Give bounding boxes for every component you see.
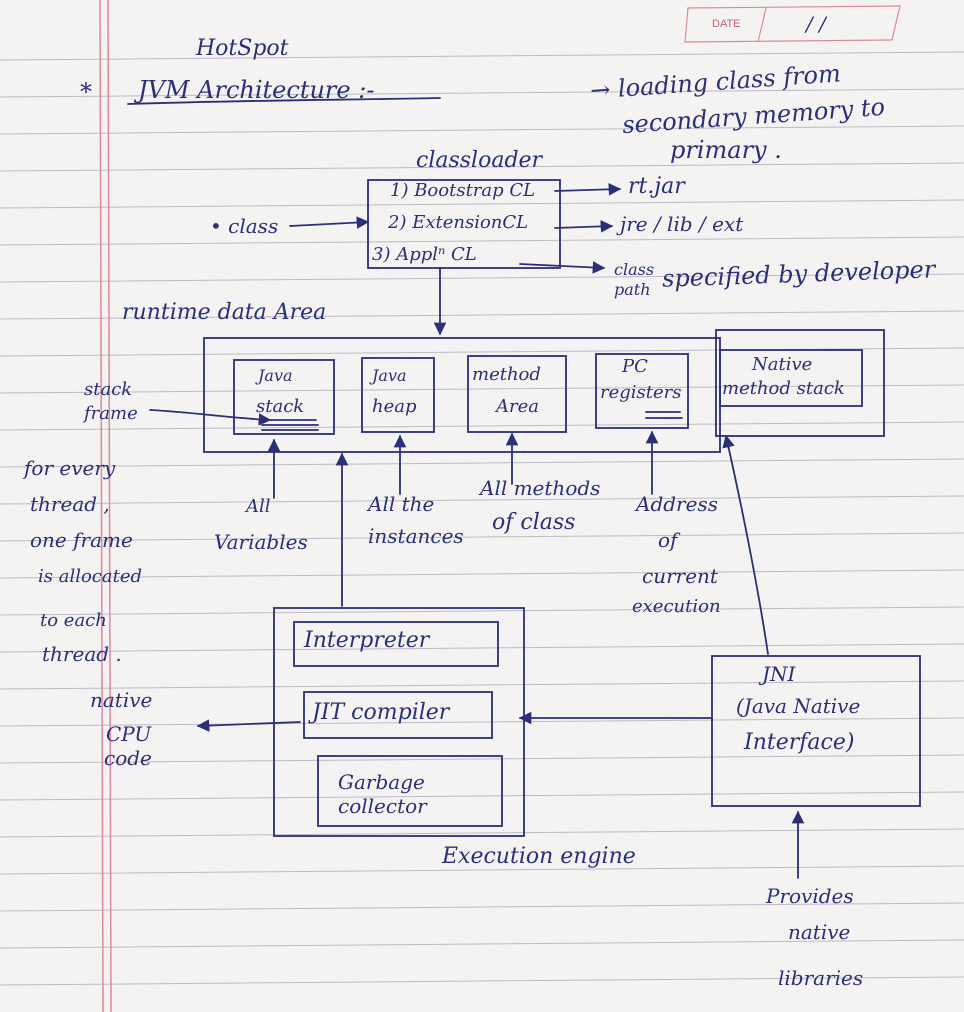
- jni-subtitle-line2: Interface): [744, 730, 855, 755]
- pc-note-line2: of: [658, 528, 678, 552]
- runtime-area-title: runtime data Area: [122, 300, 327, 325]
- class-file-label: • class: [210, 214, 279, 238]
- execution-engine-title: Execution engine: [442, 844, 636, 869]
- interpreter-label: Interpreter: [304, 628, 430, 653]
- pc-registers-box: [595, 353, 689, 429]
- native-stack-line2: method stack: [722, 378, 845, 399]
- pc-note-line3: current: [642, 564, 718, 588]
- java-stack-line1: Java: [258, 366, 293, 385]
- heading-bullet: *: [80, 78, 92, 106]
- native-code-line1: native: [90, 688, 153, 712]
- native-stack-line1: Native: [752, 354, 813, 375]
- garbage-collector-label: Garbage collector: [338, 770, 427, 818]
- java-stack-box: [233, 359, 335, 435]
- method-area-box: [467, 355, 567, 433]
- bootstrap-cl: 1) Bootstrap CL: [390, 180, 536, 201]
- jre-lib-ext-label: jre / lib / ext: [620, 212, 744, 236]
- jni-subtitle-line1: (Java Native: [736, 694, 861, 718]
- pc-note-line4: execution: [632, 596, 721, 617]
- classloader-title: classloader: [416, 148, 543, 173]
- application-cl: 3) Applⁿ CL: [372, 244, 477, 265]
- page-title: JVM Architecture :-: [138, 76, 375, 104]
- native-stack-box: [719, 349, 863, 407]
- method-area-line1: method: [472, 364, 541, 385]
- method-note-line2: of class: [492, 510, 576, 535]
- pc-note-line1: Address: [636, 492, 718, 516]
- provides-line2: native: [788, 920, 851, 944]
- java-heap-line2: heap: [372, 396, 417, 417]
- java-heap-line1: Java: [372, 366, 407, 385]
- stack-note-line2: Variables: [214, 530, 308, 554]
- rt-jar-label: rt.jar: [628, 174, 685, 199]
- classpath-label: class path: [614, 260, 655, 299]
- date-value: / /: [806, 12, 826, 36]
- pc-registers-line1: PC: [622, 356, 648, 377]
- interpreter-box: [293, 621, 499, 667]
- jni-title: JNI: [762, 662, 796, 686]
- heading-underline: [127, 97, 441, 105]
- jni-box: [711, 655, 921, 807]
- provides-line1: Provides: [766, 884, 854, 908]
- provides-line3: libraries: [778, 966, 864, 990]
- heap-note-line2: instances: [368, 524, 464, 548]
- loading-note-line3: primary .: [670, 136, 782, 164]
- heading-prefix: HotSpot: [196, 36, 289, 61]
- pc-registers-line2: registers: [600, 382, 682, 403]
- gc-box: [317, 755, 503, 827]
- ruled-lines: [0, 51, 964, 986]
- method-note-line1: All methods: [480, 476, 601, 500]
- native-code-line2: CPU: [106, 722, 152, 746]
- method-area-line2: Area: [496, 396, 539, 417]
- extension-cl: 2) ExtensionCL: [388, 212, 529, 233]
- jit-box: [303, 691, 493, 739]
- date-label: DATE: [712, 18, 741, 30]
- stack-note-line1: All: [246, 496, 271, 517]
- jit-compiler-label: JIT compiler: [312, 700, 450, 725]
- native-code-line3: code: [104, 746, 152, 770]
- stack-frame-label: stack frame: [84, 379, 138, 424]
- java-heap-box: [361, 357, 435, 433]
- heap-note-line1: All the: [368, 492, 435, 516]
- java-stack-line2: stack: [256, 396, 305, 417]
